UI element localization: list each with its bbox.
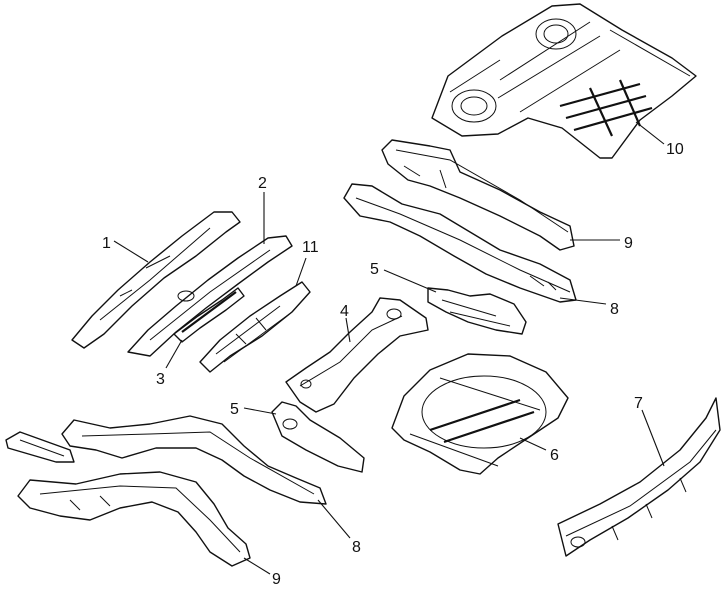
part-spare-wheel-well <box>391 353 569 475</box>
callout-11: 11 <box>302 239 319 256</box>
part-bracket-upper <box>427 287 527 335</box>
leader-7 <box>641 409 665 467</box>
callout-7: 7 <box>634 395 643 412</box>
leader-10 <box>635 121 665 145</box>
callout-8-lower: 8 <box>352 539 361 556</box>
leader-5b <box>243 407 277 415</box>
part-center-rail <box>127 235 293 357</box>
callout-9-lower: 9 <box>272 571 281 588</box>
part-bracket-lower <box>271 401 365 473</box>
part-tunnel-reinforcement <box>199 281 311 373</box>
leader-1 <box>113 240 149 263</box>
callout-1: 1 <box>102 235 111 252</box>
part-floor-crossmember <box>285 297 429 413</box>
part-rear-rail-upper <box>381 139 575 251</box>
part-rail-extension-lower <box>61 415 327 505</box>
part-sill-stiffener <box>71 211 241 349</box>
leader-11 <box>295 257 307 287</box>
leader-8a <box>559 297 607 305</box>
callout-9-upper: 9 <box>624 235 633 252</box>
leader-6 <box>519 437 547 451</box>
part-bumper-reinforcement <box>557 397 721 557</box>
leader-lines <box>113 121 665 575</box>
callout-4: 4 <box>340 303 349 320</box>
part-small-bracket <box>5 431 75 463</box>
callout-10: 10 <box>666 141 684 158</box>
leader-4 <box>345 317 351 343</box>
part-insulation-pad <box>173 287 245 343</box>
leader-5a <box>383 269 437 293</box>
callout-6: 6 <box>550 447 559 464</box>
callout-8-upper: 8 <box>610 301 619 318</box>
callout-5-lower: 5 <box>230 401 239 418</box>
part-rear-rail-lower <box>343 183 577 303</box>
part-wheel-arch-rail <box>17 471 251 567</box>
callout-5-upper: 5 <box>370 261 379 278</box>
callout-3: 3 <box>156 371 165 388</box>
callout-2: 2 <box>258 175 267 192</box>
leader-3 <box>165 339 183 369</box>
part-rear-floor-pan <box>431 3 697 159</box>
leader-9b <box>243 557 271 575</box>
leader-8b <box>317 499 351 539</box>
callout-labels: 1 2 3 4 5 5 6 7 8 8 9 9 10 11 <box>102 141 684 588</box>
